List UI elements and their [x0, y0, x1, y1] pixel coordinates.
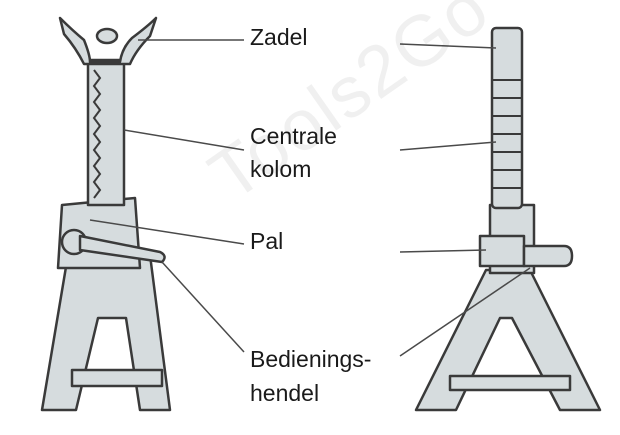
- label-zadel: Zadel: [250, 24, 308, 50]
- leader-lever-left: [161, 261, 245, 353]
- left-saddle: [58, 16, 158, 66]
- left-ratchet-teeth: [92, 69, 102, 199]
- leader-zadel-right: [399, 43, 497, 49]
- label-centrale-kolom-line1: Centrale: [250, 123, 337, 149]
- left-lever: [78, 234, 166, 264]
- label-bedieningshendel-line1: Bedienings-: [250, 346, 372, 372]
- right-column-ribs: [492, 79, 522, 189]
- right-base-crossbar: [448, 374, 572, 392]
- right-pal: [478, 234, 526, 268]
- leader-lines: [89, 39, 531, 357]
- right-central-column: [490, 26, 524, 210]
- left-base-crossbar: [70, 368, 164, 388]
- label-bedieningshendel-line2: hendel: [250, 380, 320, 406]
- label-pal: Pal: [250, 228, 284, 254]
- leader-lever-right: [399, 267, 531, 357]
- left-central-column: [86, 58, 126, 207]
- leader-pal-right: [399, 249, 487, 253]
- left-saddle-cup: [95, 27, 119, 45]
- label-centrale-kolom-line2: kolom: [250, 156, 312, 182]
- leader-kolom-right: [399, 141, 497, 151]
- right-lever: [522, 244, 574, 268]
- leader-kolom-left: [123, 129, 245, 151]
- leader-pal-left: [89, 219, 245, 245]
